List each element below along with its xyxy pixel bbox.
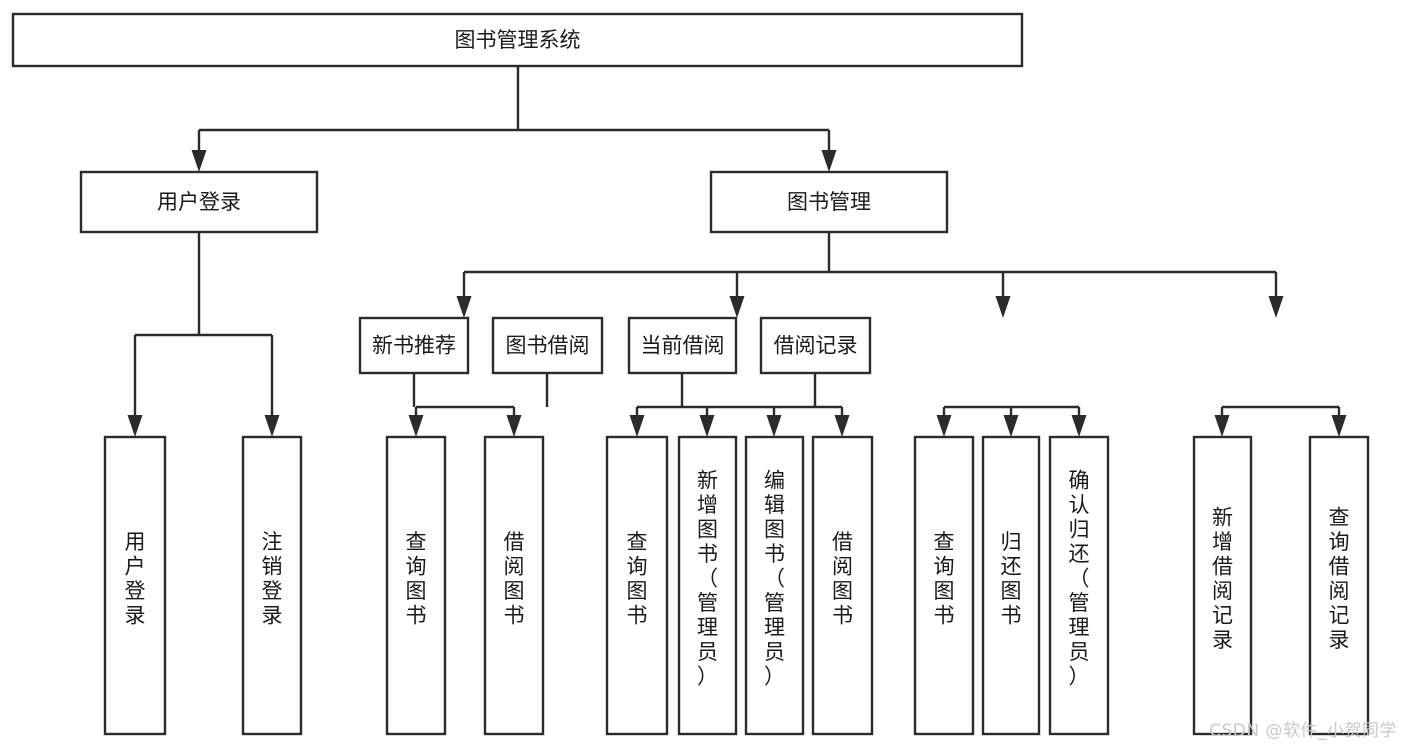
leaf-node-1[interactable]: 注销登录 <box>241 435 303 736</box>
node-label: 图书管理系统 <box>455 28 581 52</box>
node-box[interactable] <box>79 170 319 234</box>
node-box[interactable] <box>483 435 545 736</box>
leaf-node-7[interactable]: 借阅图书 <box>811 435 874 736</box>
node-label: 确认归还（管理员） <box>1069 469 1090 689</box>
node-label: 新增图书（管理员） <box>697 469 718 689</box>
node-label: 当前借阅 <box>641 334 725 358</box>
leaf-node-11[interactable]: 新增借阅记录 <box>1192 435 1253 736</box>
node-label: 借阅图书 <box>832 530 853 628</box>
node-box[interactable] <box>1308 435 1370 736</box>
level2-node-3[interactable]: 借阅记录 <box>759 316 872 375</box>
level2-node-0[interactable]: 新书推荐 <box>358 316 470 375</box>
arrow-head-icon <box>629 415 645 437</box>
arrow-head-icon <box>127 415 143 437</box>
node-box[interactable] <box>605 435 669 736</box>
node-box[interactable] <box>1192 435 1253 736</box>
arrow-head-icon <box>191 150 207 172</box>
node-box[interactable] <box>677 435 738 736</box>
node-label: 图书管理 <box>787 190 871 214</box>
node-label: 新书推荐 <box>372 334 456 358</box>
node-label: 用户登录 <box>125 530 146 628</box>
leaf-node-2[interactable]: 查询图书 <box>385 435 447 736</box>
node-box[interactable] <box>981 435 1041 736</box>
node-label: 查询图书 <box>627 530 648 628</box>
leaf-node-3[interactable]: 借阅图书 <box>483 435 545 736</box>
node-label: 编辑图书（管理员） <box>764 469 785 689</box>
node-box[interactable] <box>709 170 949 234</box>
arrow-head-icon <box>1214 415 1230 437</box>
arrow-head-icon <box>1071 415 1087 437</box>
node-label: 借阅图书 <box>504 530 525 628</box>
node-box[interactable] <box>744 435 805 736</box>
node-box[interactable] <box>1048 435 1110 736</box>
leaf-node-6[interactable]: 编辑图书（管理员） <box>744 435 805 736</box>
arrow-head-icon <box>1331 415 1347 437</box>
node-box[interactable] <box>103 435 167 736</box>
node-box[interactable] <box>385 435 447 736</box>
arrow-head-icon <box>456 296 472 318</box>
arrow-head-icon <box>408 415 424 437</box>
node-box[interactable] <box>358 316 470 375</box>
arrow-head-icon <box>834 415 850 437</box>
csdn-watermark: CSDN @软件_小贺同学 <box>1209 721 1397 741</box>
arrow-head-icon <box>1268 296 1284 318</box>
nodes-layer: 图书管理系统用户登录图书管理新书推荐图书借阅当前借阅借阅记录用户登录注销登录查询… <box>11 12 1370 736</box>
arrow-head-icon <box>264 415 280 437</box>
node-box[interactable] <box>913 435 975 736</box>
arrow-head-icon <box>506 415 522 437</box>
level1-node-1[interactable]: 图书管理 <box>709 170 949 234</box>
arrow-head-icon <box>821 150 837 172</box>
leaf-node-10[interactable]: 确认归还（管理员） <box>1048 435 1110 736</box>
node-label: 归还图书 <box>1001 530 1022 628</box>
leaf-node-4[interactable]: 查询图书 <box>605 435 669 736</box>
node-label: 图书借阅 <box>506 334 590 358</box>
node-label: 注销登录 <box>262 530 283 628</box>
node-box[interactable] <box>627 316 738 375</box>
node-box[interactable] <box>759 316 872 375</box>
node-box[interactable] <box>11 12 1024 68</box>
arrow-head-icon <box>729 296 745 318</box>
node-label: 新增借阅记录 <box>1212 505 1233 652</box>
arrow-head-icon <box>936 415 952 437</box>
arrow-head-icon <box>699 415 715 437</box>
node-box[interactable] <box>241 435 303 736</box>
root-node[interactable]: 图书管理系统 <box>11 12 1024 68</box>
node-label: 查询图书 <box>934 530 955 628</box>
arrow-head-icon <box>1003 415 1019 437</box>
leaf-node-0[interactable]: 用户登录 <box>103 435 167 736</box>
node-label: 借阅记录 <box>774 334 858 358</box>
level1-node-0[interactable]: 用户登录 <box>79 170 319 234</box>
connectors-layer <box>127 66 1347 437</box>
leaf-node-8[interactable]: 查询图书 <box>913 435 975 736</box>
leaf-node-5[interactable]: 新增图书（管理员） <box>677 435 738 736</box>
leaf-node-9[interactable]: 归还图书 <box>981 435 1041 736</box>
arrow-head-icon <box>766 415 782 437</box>
node-label: 查询图书 <box>406 530 427 628</box>
node-box[interactable] <box>811 435 874 736</box>
leaf-node-12[interactable]: 查询借阅记录 <box>1308 435 1370 736</box>
level2-node-1[interactable]: 图书借阅 <box>491 316 604 375</box>
node-box[interactable] <box>491 316 604 375</box>
node-label: 查询借阅记录 <box>1329 505 1350 652</box>
node-label: 用户登录 <box>157 190 241 214</box>
arrow-head-icon <box>995 296 1011 318</box>
level2-node-2[interactable]: 当前借阅 <box>627 316 738 375</box>
